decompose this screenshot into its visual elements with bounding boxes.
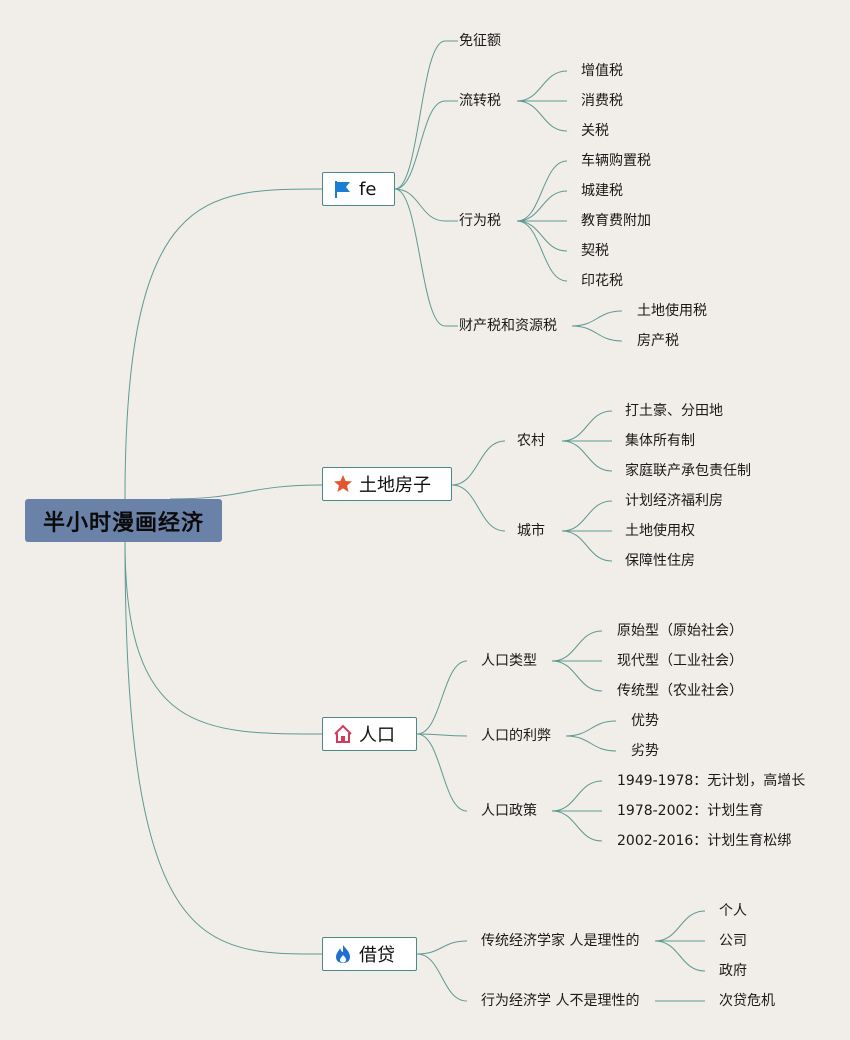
leaf-disadvantage[interactable]: 劣势: [631, 743, 659, 759]
edge-behavior-leaf: [516, 190, 568, 222]
leaf-primitive-type[interactable]: 原始型（原始社会）: [617, 623, 743, 639]
node-turnover-tax[interactable]: 流转税: [459, 93, 501, 109]
edge-root-population: [124, 541, 323, 735]
edge-traditional-leaf: [654, 910, 706, 942]
edge-behavior-leaf: [516, 160, 568, 222]
branch-population[interactable]: 人口: [322, 717, 417, 751]
flame-icon: [333, 944, 353, 964]
branch-fe[interactable]: fe: [322, 172, 395, 206]
edge-pop-child: [416, 660, 468, 735]
star-icon: [333, 474, 353, 494]
node-behavior-tax[interactable]: 行为税: [459, 213, 501, 229]
node-behavioral-econ[interactable]: 行为经济学 人不是理性的: [481, 993, 640, 1009]
edge-proscons-leaf: [565, 720, 617, 737]
leaf-stamp-tax[interactable]: 印花税: [581, 273, 623, 289]
leaf-policy-2002[interactable]: 2002-2016：计划生育松绑: [617, 833, 792, 849]
leaf-welfare-housing[interactable]: 计划经济福利房: [625, 493, 723, 509]
branch-label: 人口: [359, 725, 395, 746]
edge-poptype-leaf: [551, 660, 603, 692]
node-traditional-econ[interactable]: 传统经济学家 人是理性的: [481, 933, 640, 949]
node-pop-proscons[interactable]: 人口的利弊: [481, 728, 551, 744]
edge-policy-leaf: [551, 780, 603, 812]
leaf-policy-1949[interactable]: 1949-1978：无计划，高增长: [617, 773, 806, 789]
edge-property-leaf: [571, 310, 623, 327]
leaf-policy-1978[interactable]: 1978-2002：计划生育: [617, 803, 764, 819]
leaf-advantage[interactable]: 优势: [631, 713, 659, 729]
leaf-affordable-housing[interactable]: 保障性住房: [625, 553, 695, 569]
leaf-education-surcharge[interactable]: 教育费附加: [581, 213, 651, 229]
edge-root-fe: [124, 188, 323, 500]
leaf-household-responsibility[interactable]: 家庭联产承包责任制: [625, 463, 751, 479]
edge-rural-leaf: [561, 440, 613, 472]
leaf-land-use-right[interactable]: 土地使用权: [625, 523, 695, 539]
edge-fe-child: [394, 188, 446, 327]
leaf-traditional-type[interactable]: 传统型（农业社会）: [617, 683, 743, 699]
edge-fe-child: [394, 100, 446, 190]
edge-loan-child: [416, 953, 468, 1002]
leaf-individual[interactable]: 个人: [719, 903, 747, 919]
edge-behavior-leaf: [516, 220, 568, 252]
flag-icon: [333, 179, 353, 199]
edge-urban-leaf: [561, 500, 613, 532]
leaf-house-tax[interactable]: 房产税: [637, 333, 679, 349]
edge-root-loan: [124, 541, 323, 955]
edge-property-leaf: [571, 325, 623, 342]
branch-loan[interactable]: 借贷: [322, 937, 417, 971]
root-node[interactable]: 半小时漫画经济: [25, 499, 222, 542]
leaf-deed-tax[interactable]: 契税: [581, 243, 609, 259]
branch-label: 土地房子: [359, 475, 431, 496]
edge-traditional-leaf: [654, 940, 706, 972]
house-icon: [333, 724, 353, 744]
edge-turnover-leaf: [516, 70, 568, 102]
node-pop-policy[interactable]: 人口政策: [481, 803, 537, 819]
node-rural[interactable]: 农村: [517, 433, 545, 449]
edge-turnover-leaf: [516, 100, 568, 132]
leaf-government[interactable]: 政府: [719, 963, 747, 979]
leaf-vat[interactable]: 增值税: [581, 63, 623, 79]
edge-pop-child: [416, 733, 468, 737]
edge-urban-leaf: [561, 530, 613, 562]
leaf-land-reform[interactable]: 打土豪、分田地: [625, 403, 723, 419]
leaf-consumption-tax[interactable]: 消费税: [581, 93, 623, 109]
node-urban[interactable]: 城市: [517, 523, 545, 539]
edge-pop-child: [416, 733, 468, 812]
leaf-modern-type[interactable]: 现代型（工业社会）: [617, 653, 743, 669]
edge-land-child: [451, 484, 506, 532]
node-pop-type[interactable]: 人口类型: [481, 653, 537, 669]
leaf-vehicle-tax[interactable]: 车辆购置税: [581, 153, 651, 169]
leaf-urban-tax[interactable]: 城建税: [581, 183, 623, 199]
edge-fe-child: [394, 40, 446, 190]
leaf-collective-ownership[interactable]: 集体所有制: [625, 433, 695, 449]
node-exemption[interactable]: 免征额: [459, 33, 501, 49]
edge-policy-leaf: [551, 810, 603, 842]
edge-poptype-leaf: [551, 630, 603, 662]
leaf-land-use-tax[interactable]: 土地使用税: [637, 303, 707, 319]
leaf-subprime-crisis[interactable]: 次贷危机: [719, 993, 775, 1009]
edge-loan-child: [416, 940, 468, 955]
node-property-tax[interactable]: 财产税和资源税: [459, 318, 557, 334]
edge-rural-leaf: [561, 410, 613, 442]
edge-fe-child: [394, 188, 446, 222]
edge-proscons-leaf: [565, 735, 617, 752]
edge-land-child: [451, 440, 506, 486]
branch-land[interactable]: 土地房子: [322, 467, 452, 501]
edge-root-land: [169, 484, 323, 500]
edge-behavior-leaf: [516, 220, 568, 282]
leaf-tariff[interactable]: 关税: [581, 123, 609, 139]
leaf-company[interactable]: 公司: [719, 933, 747, 949]
branch-label: 借贷: [359, 945, 395, 966]
branch-label: fe: [359, 178, 377, 200]
